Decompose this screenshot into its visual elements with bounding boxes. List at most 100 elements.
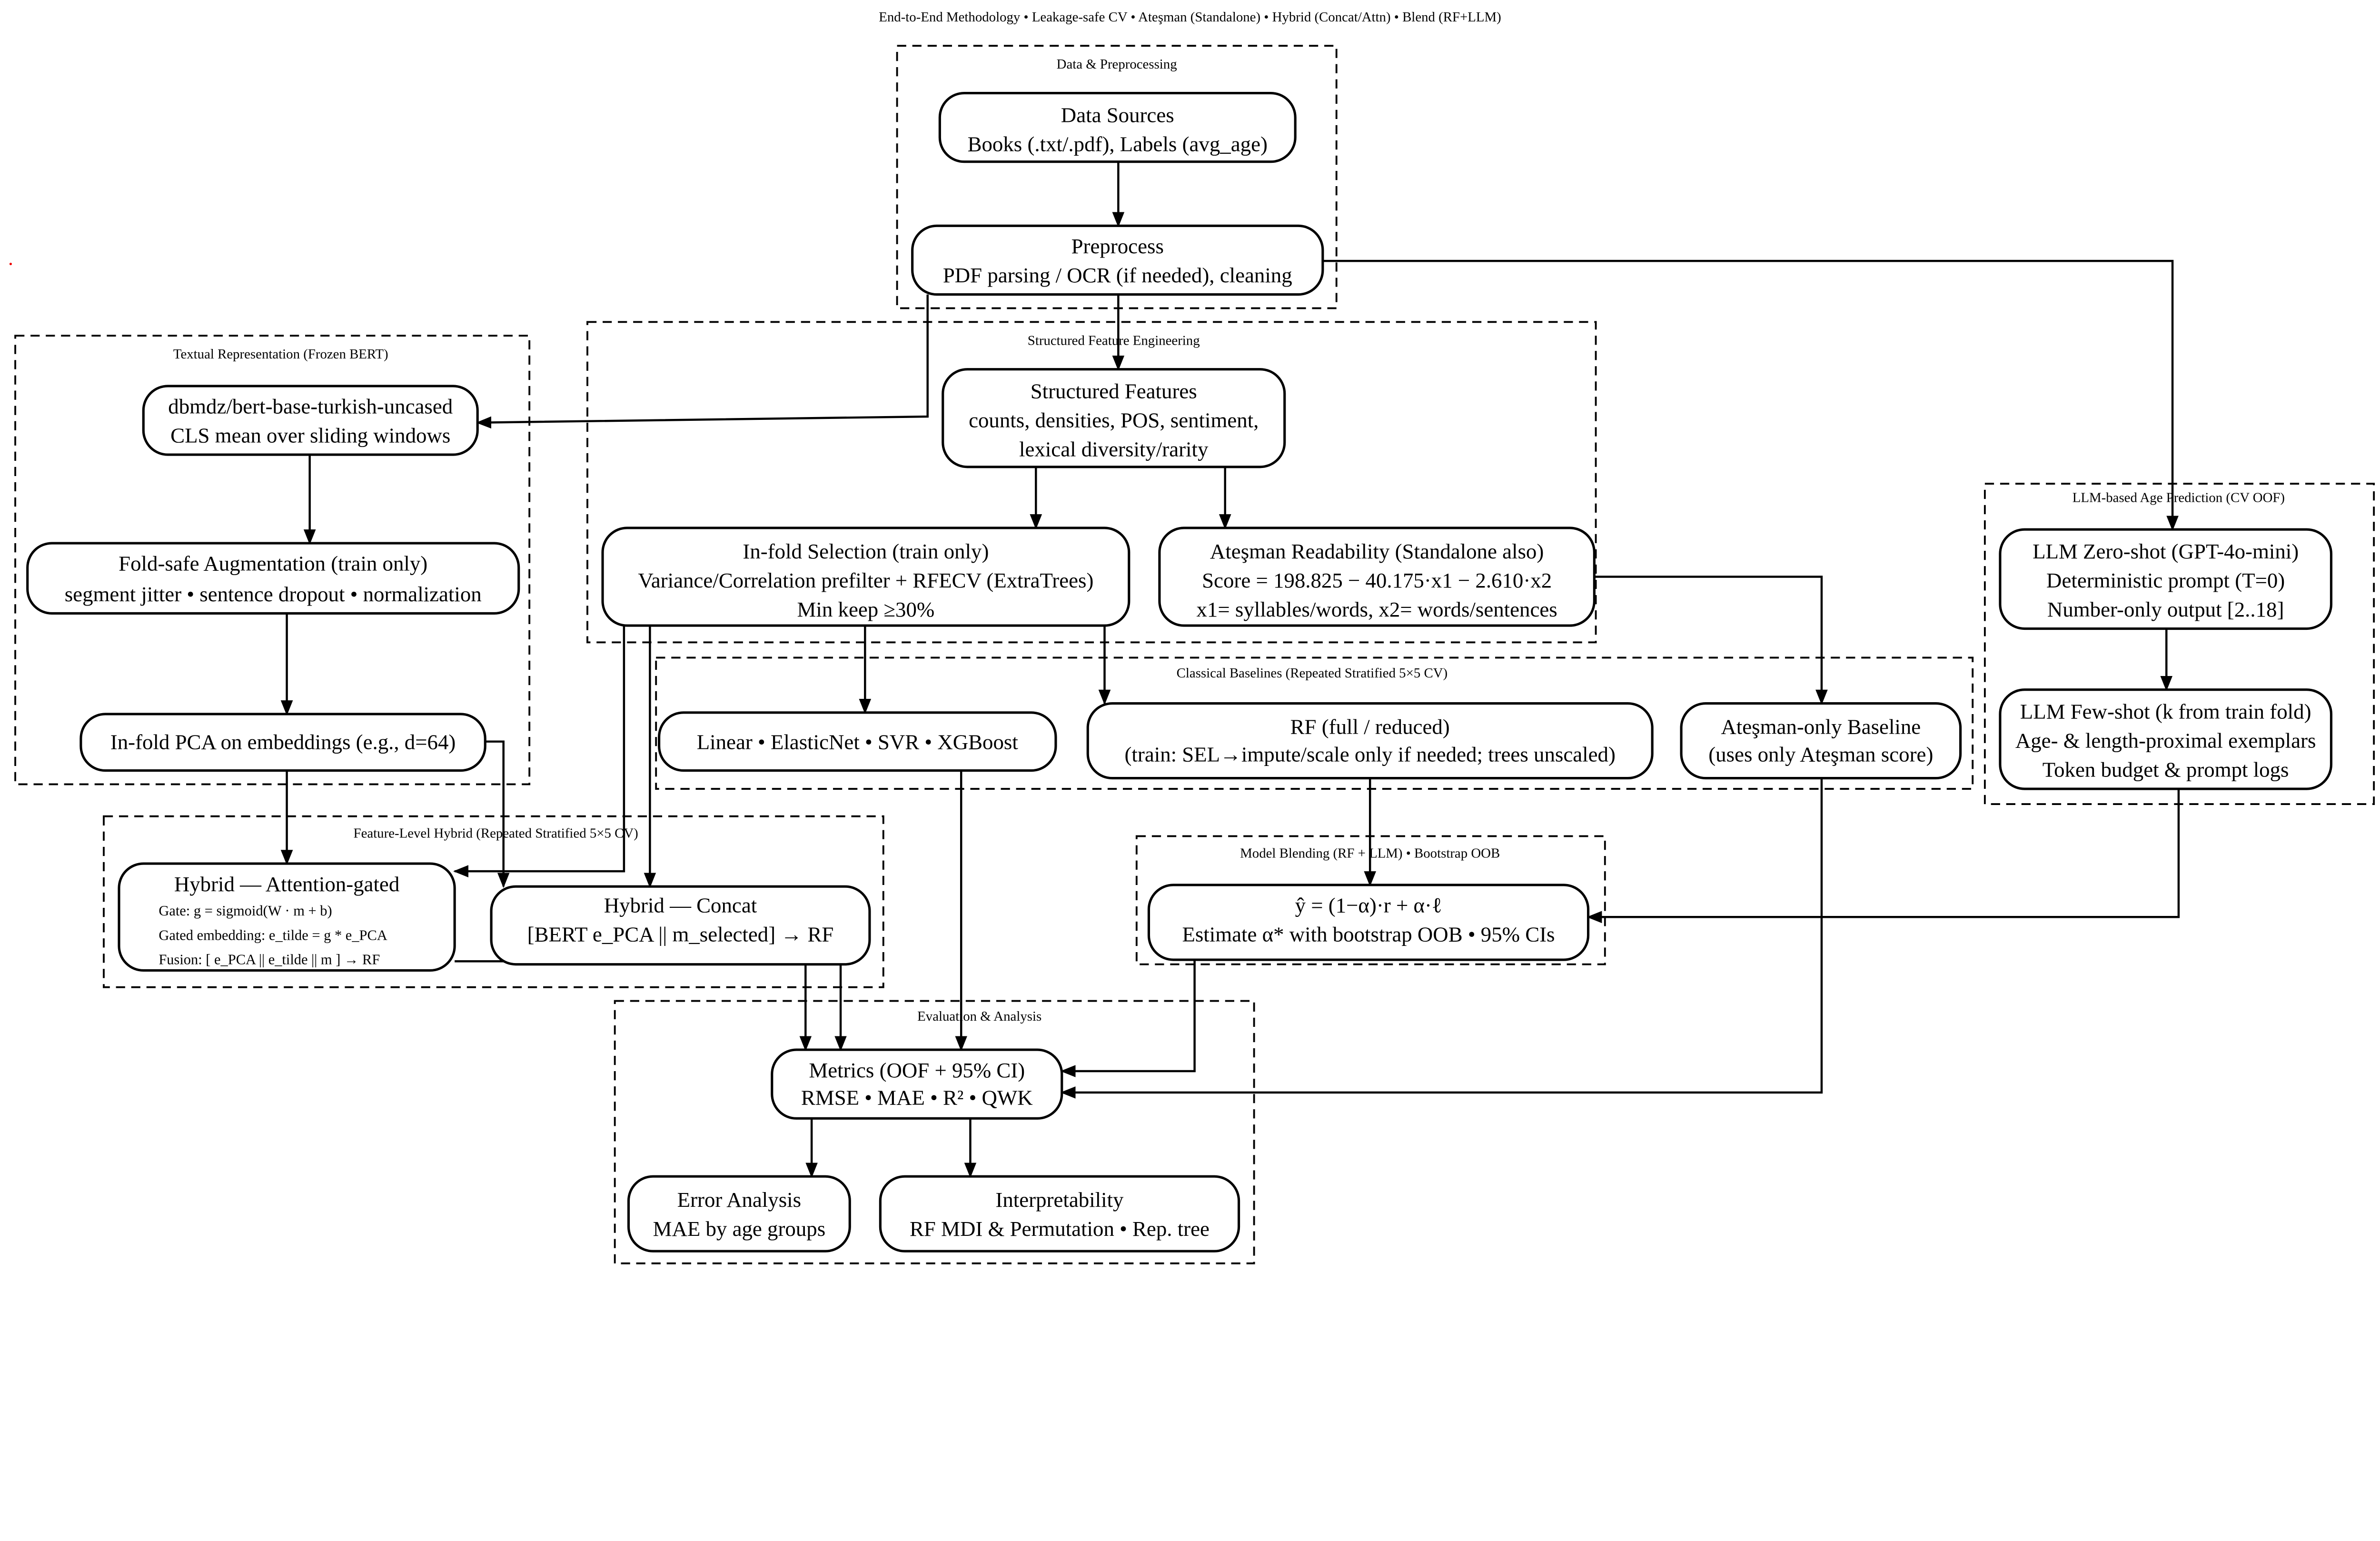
node-box: [911, 224, 1324, 296]
cluster-label: Structured Feature Engineering: [1028, 333, 1200, 348]
node-text-line: Preprocess: [1071, 234, 1164, 258]
node-text-line: dbmdz/bert-base-turkish-uncased: [168, 395, 453, 418]
node-text-line: (uses only Ateşman score): [1708, 742, 1933, 766]
node-text-line: Variance/Correlation prefilter + RFECV (…: [638, 568, 1093, 592]
node-text-line: MAE by age groups: [653, 1217, 826, 1241]
cluster-label: LLM-based Age Prediction (CV OOF): [2073, 490, 2285, 505]
cluster-label: Feature-Level Hybrid (Repeated Stratifie…: [354, 826, 638, 841]
edge-arrow: [485, 740, 510, 888]
node-text-line: Error Analysis: [677, 1188, 801, 1212]
node-augmentation: Fold-safe Augmentation (train only)segme…: [26, 542, 520, 615]
node-box: [490, 885, 871, 966]
node-box: [142, 385, 479, 456]
node-pca: In-fold PCA on embeddings (e.g., d=64): [79, 713, 486, 772]
cluster-border: [614, 1000, 1255, 1264]
node-box: [627, 1175, 851, 1253]
node-text-line: In-fold PCA on embeddings (e.g., d=64): [110, 730, 456, 754]
node-llm-zero: LLM Zero-shot (GPT-4o-mini) Deterministic…: [1999, 528, 2332, 630]
node-box: [879, 1175, 1240, 1253]
edge-arrow: [476, 294, 929, 429]
node-hybrid-concat: Hybrid — Concat[BERT e_PCA || m_selected…: [490, 885, 871, 966]
cluster-border: [14, 335, 531, 785]
node-text-line: Hybrid — Attention-gated: [174, 872, 399, 896]
cluster-border: [586, 321, 1597, 644]
node-text-line: CLS mean over sliding windows: [170, 423, 450, 447]
edge-arrow: [1060, 960, 1196, 1077]
node-text-line: Fold-safe Augmentation (train only): [119, 552, 427, 576]
node-atesman: Ateşman Readability (Standalone also)Sco…: [1158, 527, 1596, 627]
cluster-hybrid: Feature-Level Hybrid (Repeated Stratifie…: [103, 815, 884, 988]
node-text-line: (train: SEL→impute/scale only if needed;…: [1124, 742, 1615, 766]
cluster-label: Classical Baselines (Repeated Stratified…: [1177, 666, 1448, 681]
node-box: [938, 91, 1297, 163]
edge-arrow: [455, 960, 812, 1052]
edge-arrow: [1594, 576, 1828, 705]
edge-arrow: [1587, 789, 2180, 924]
node-text-line: Metrics (OOF + 95% CI): [809, 1058, 1025, 1082]
node-box: [1086, 702, 1654, 780]
cluster-data-prep: Data & Preprocessing: [896, 45, 1338, 309]
node-text-line: Gated embedding: e_tilde = g * e_PCA: [159, 927, 387, 943]
node-selection: In-fold Selection (train only) Variance/C…: [601, 527, 1130, 627]
node-text-line: Data Sources: [1061, 103, 1174, 127]
node-box: [118, 862, 456, 972]
node-box: [1147, 884, 1590, 961]
node-text-line: In-fold Selection (train only): [743, 539, 989, 563]
node-linear: Linear • ElasticNet • SVR • XGBoost: [658, 711, 1057, 772]
node-text-line: Age- & length-proximal exemplars: [2015, 729, 2316, 753]
node-text-line: Ateşman-only Baseline: [1721, 715, 1921, 739]
node-text-line: PDF parsing / OCR (if needed), cleaning: [943, 263, 1292, 287]
node-box: [1999, 528, 2332, 630]
cluster-border: [655, 656, 1974, 790]
node-text-line: RF MDI & Permutation • Rep. tree: [910, 1217, 1210, 1241]
node-text-line: Estimate α* with bootstrap OOB • 95% CIs: [1182, 923, 1555, 946]
node-text-line: Linear • ElasticNet • SVR • XGBoost: [697, 730, 1019, 754]
node-text-line: counts, densities, POS, sentiment,: [969, 408, 1259, 432]
cluster-label: Textual Representation (Frozen BERT): [173, 347, 388, 362]
node-text-line: Fusion: [ e_PCA || e_tilde || m ] → RF: [159, 952, 380, 968]
edge-arrow: [1322, 259, 2179, 531]
node-atesman-only: Ateşman-only Baseline (uses only Ateşman …: [1680, 702, 1962, 780]
node-text-line: Gate: g = sigmoid(W · m + b): [159, 903, 332, 919]
cluster-textual: Textual Representation (Frozen BERT): [14, 335, 531, 785]
cluster-border: [103, 815, 884, 988]
node-box: [79, 713, 486, 772]
node-text-line: LLM Zero-shot (GPT-4o-mini): [2033, 539, 2299, 563]
node-rf: RF (full / reduced) (train: SEL→impute/sc…: [1086, 702, 1654, 780]
node-llm-few: LLM Few-shot (k from train fold)Age- & l…: [1999, 688, 2332, 790]
node-text-line: Deterministic prompt (T=0): [2046, 568, 2285, 592]
node-box: [942, 368, 1286, 468]
node-text-line: [BERT e_PCA || m_selected] → RF: [527, 923, 834, 946]
node-text-line: Structured Features: [1031, 379, 1197, 403]
cluster-border: [896, 45, 1338, 309]
cluster-classical: Classical Baselines (Repeated Stratified…: [655, 656, 1974, 790]
node-structured-features: Structured Features counts, densities, PO…: [942, 368, 1286, 468]
edge-arrow: [453, 626, 625, 877]
node-box: [1680, 702, 1962, 780]
node-box: [771, 1048, 1063, 1120]
cluster-evaluation: Evaluation & Analysis: [614, 1000, 1255, 1264]
cluster-label: Data & Preprocessing: [1057, 57, 1177, 72]
node-text-line: x1= syllables/words, x2= words/sentences: [1196, 597, 1557, 621]
node-text-line: lexical diversity/rarity: [1019, 437, 1209, 461]
node-metrics: Metrics (OOF + 95% CI)RMSE • MAE • R² • …: [771, 1048, 1063, 1120]
node-text-line: RF (full / reduced): [1290, 715, 1450, 739]
cluster-structured: Structured Feature Engineering: [586, 321, 1597, 644]
node-text-line: ŷ = (1−α)·r + α·ℓ: [1295, 894, 1442, 917]
node-text-line: Books (.txt/.pdf), Labels (avg_age): [968, 132, 1268, 156]
node-box: [1158, 527, 1596, 627]
node-text-line: Min keep ≥30%: [797, 597, 935, 621]
node-text-line: Score = 198.825 − 40.175·x1 − 2.610·x2: [1202, 568, 1552, 592]
node-text-line: Number-only output [2..18]: [2047, 597, 2284, 621]
edge-arrow: [1060, 778, 1823, 1099]
node-box: [1999, 688, 2332, 790]
red-dot: [9, 262, 12, 266]
methodology-diagram: End-to-End Methodology • Leakage-safe CV…: [9, 10, 2375, 1264]
